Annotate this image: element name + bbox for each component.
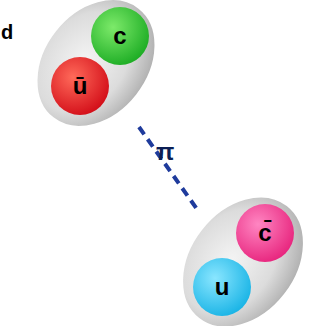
meson-ellipse xyxy=(12,0,180,150)
side-label: d xyxy=(1,22,13,42)
quark-label: c xyxy=(113,24,126,48)
quark-circle: c̄ xyxy=(236,204,294,262)
quark-label: c̄ xyxy=(258,221,271,245)
quark-circle: u xyxy=(193,258,251,316)
meson-ellipse xyxy=(157,173,321,326)
quark-circle: ū xyxy=(51,57,109,115)
quark-circle: c xyxy=(91,7,149,65)
quark-label: ū xyxy=(73,74,88,98)
quark-label: u xyxy=(215,275,230,299)
pion-label: π xyxy=(156,140,174,164)
pion-exchange-line xyxy=(139,127,199,212)
